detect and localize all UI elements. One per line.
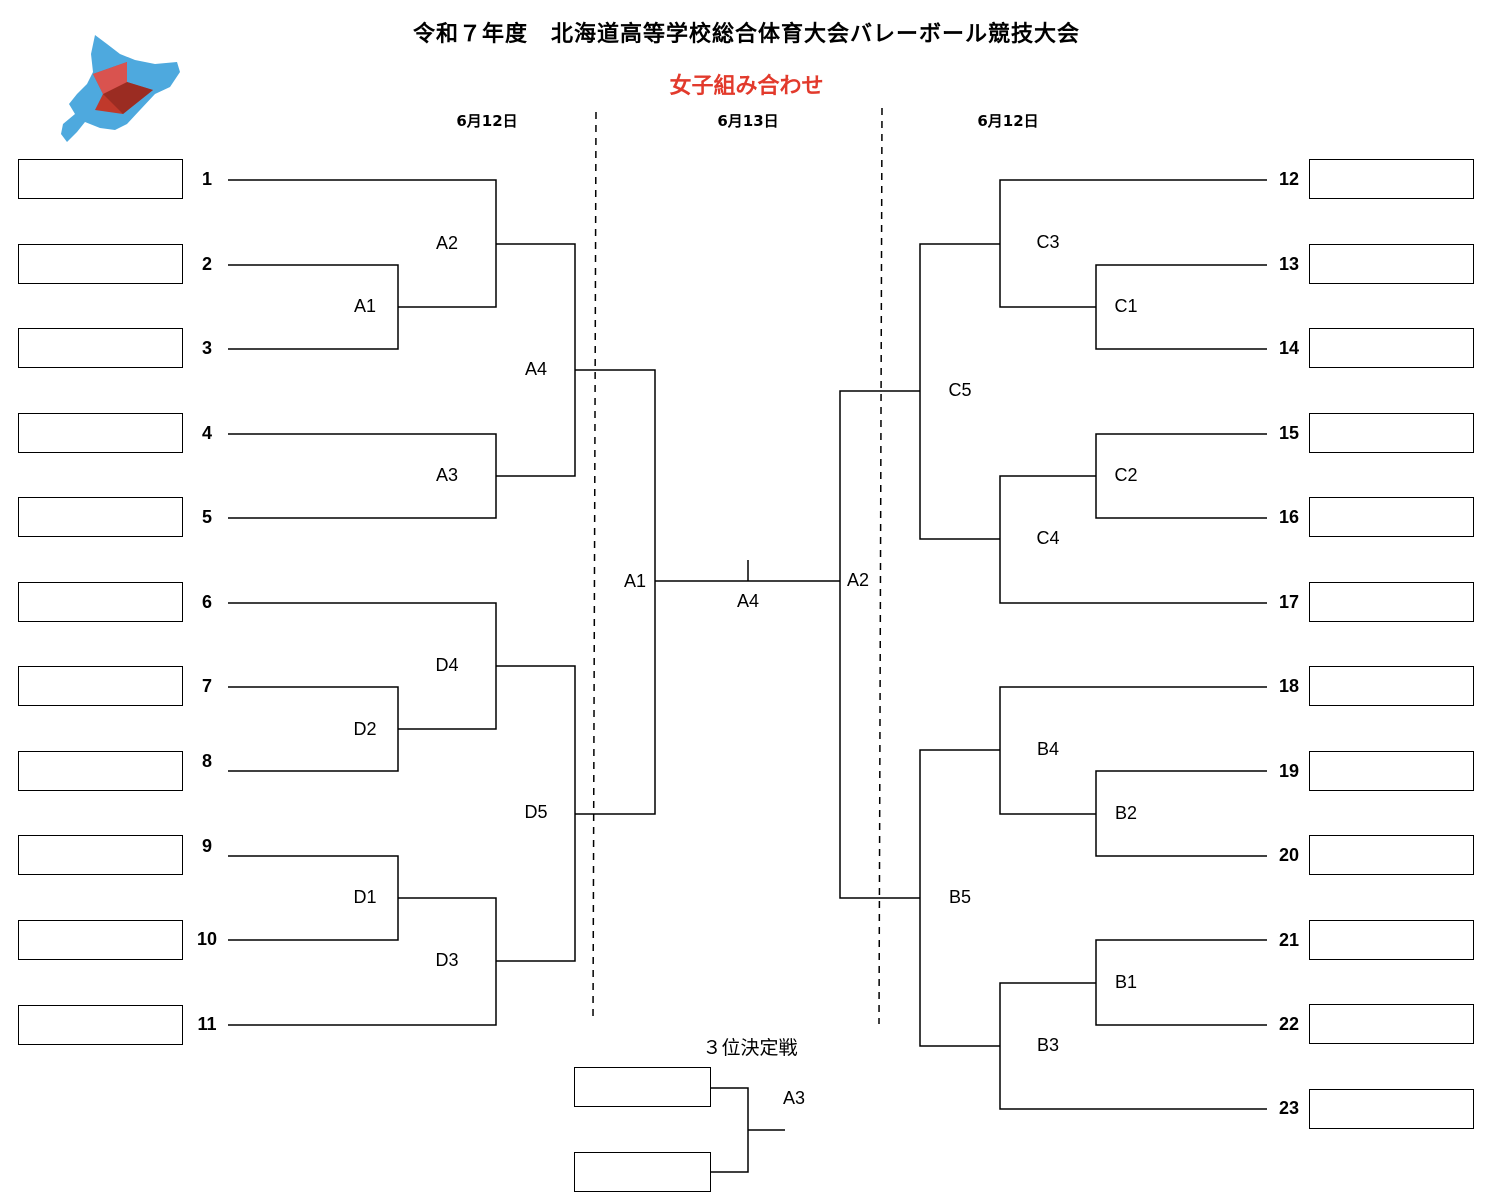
divider-left	[592, 111, 597, 1021]
match-label-c1: C1	[1114, 296, 1138, 316]
match-label-third: A3	[782, 1088, 806, 1108]
line-sf-right	[839, 390, 920, 899]
team-box-18[interactable]	[1309, 666, 1474, 706]
team-box-9[interactable]	[18, 835, 183, 875]
match-label-d3: D3	[435, 950, 459, 970]
team-box-15[interactable]	[1309, 413, 1474, 453]
match-label-c3: C3	[1036, 232, 1060, 252]
match-label-c2: C2	[1114, 465, 1138, 485]
seed-12: 12	[1278, 169, 1300, 189]
team-box-21[interactable]	[1309, 920, 1474, 960]
third-place-box-1[interactable]	[574, 1067, 711, 1107]
divider-right	[878, 107, 883, 1025]
hokkaido-map-logo-icon	[61, 35, 180, 142]
match-label-c5: C5	[948, 380, 972, 400]
match-label-b2: B2	[1114, 803, 1138, 823]
page-title: 令和７年度 北海道高等学校総合体育大会バレーボール競技大会	[412, 22, 1080, 47]
seed-16: 16	[1278, 507, 1300, 527]
seed-4: 4	[201, 423, 212, 443]
date-center: 6月13日	[717, 112, 779, 130]
team-box-6[interactable]	[18, 582, 183, 622]
team-box-19[interactable]	[1309, 751, 1474, 791]
team-box-16[interactable]	[1309, 497, 1474, 537]
third-place-box-2[interactable]	[574, 1152, 711, 1192]
page-subtitle: 女子組み合わせ	[669, 74, 824, 99]
date-left: 6月12日	[456, 112, 518, 130]
match-label-d2: D2	[353, 719, 377, 739]
seed-21: 21	[1278, 930, 1300, 950]
match-label-c4: C4	[1036, 528, 1060, 548]
match-label-d4: D4	[435, 655, 459, 675]
seed-5: 5	[201, 507, 212, 527]
team-box-20[interactable]	[1309, 835, 1474, 875]
match-label-d1: D1	[353, 887, 377, 907]
final-label-center: A4	[736, 591, 760, 611]
team-box-4[interactable]	[18, 413, 183, 453]
match-label-d5: D5	[524, 802, 548, 822]
team-box-8[interactable]	[18, 751, 183, 791]
seed-13: 13	[1278, 254, 1300, 274]
third-place-title: ３位決定戦	[702, 1037, 798, 1059]
match-label-a1: A1	[353, 296, 377, 316]
seed-17: 17	[1278, 592, 1300, 612]
team-box-17[interactable]	[1309, 582, 1474, 622]
match-label-b5: B5	[948, 887, 972, 907]
line-third	[711, 1087, 749, 1173]
team-box-22[interactable]	[1309, 1004, 1474, 1044]
team-box-14[interactable]	[1309, 328, 1474, 368]
team-box-23[interactable]	[1309, 1089, 1474, 1129]
seed-7: 7	[201, 676, 212, 696]
final-label-left: A1	[623, 571, 647, 591]
seed-1: 1	[201, 169, 212, 189]
team-box-7[interactable]	[18, 666, 183, 706]
team-box-12[interactable]	[1309, 159, 1474, 199]
line-sf-left	[575, 369, 656, 815]
seed-23: 23	[1278, 1098, 1300, 1118]
match-label-b1: B1	[1114, 972, 1138, 992]
seed-22: 22	[1278, 1014, 1300, 1034]
seed-14: 14	[1278, 338, 1300, 358]
seed-6: 6	[201, 592, 212, 612]
team-box-13[interactable]	[1309, 244, 1474, 284]
seed-19: 19	[1278, 761, 1300, 781]
seed-10: 10	[196, 929, 218, 949]
match-label-a2: A2	[435, 233, 459, 253]
seed-18: 18	[1278, 676, 1300, 696]
match-label-b4: B4	[1036, 739, 1060, 759]
final-label-right: A2	[846, 570, 870, 590]
match-label-b3: B3	[1036, 1035, 1060, 1055]
team-box-5[interactable]	[18, 497, 183, 537]
seed-2: 2	[201, 254, 212, 274]
seed-9: 9	[201, 836, 212, 856]
seed-15: 15	[1278, 423, 1300, 443]
team-box-1[interactable]	[18, 159, 183, 199]
date-right: 6月12日	[977, 112, 1039, 130]
match-label-a4: A4	[524, 359, 548, 379]
team-box-3[interactable]	[18, 328, 183, 368]
seed-11: 11	[197, 1014, 217, 1034]
line-a4	[496, 243, 576, 477]
seed-3: 3	[201, 338, 212, 358]
team-box-10[interactable]	[18, 920, 183, 960]
seed-8: 8	[201, 751, 212, 771]
team-box-11[interactable]	[18, 1005, 183, 1045]
match-label-a3: A3	[435, 465, 459, 485]
seed-20: 20	[1278, 845, 1300, 865]
team-box-2[interactable]	[18, 244, 183, 284]
